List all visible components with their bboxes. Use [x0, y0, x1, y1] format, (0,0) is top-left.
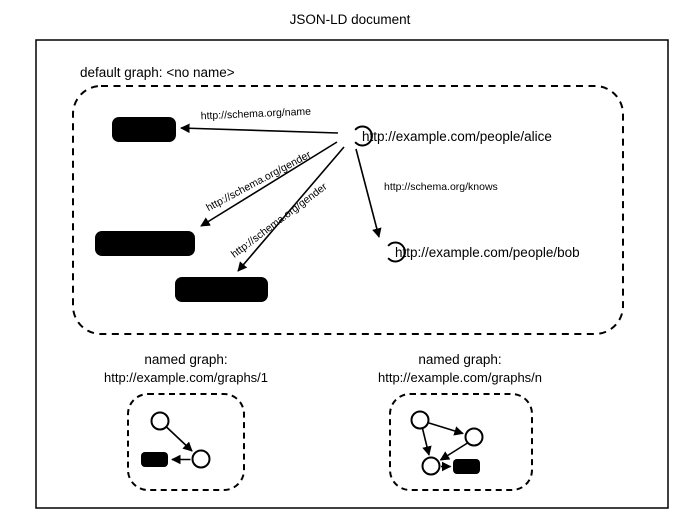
- graphn-edge-c-e: [421, 428, 432, 456]
- graphn-node-e-icon: [421, 456, 441, 476]
- graphn-literal-box: [453, 459, 480, 474]
- graph1-literal-box: [141, 452, 168, 467]
- literal-gender-de-text: weiblich | de: [107, 237, 182, 252]
- graphn-node-d-icon: [464, 427, 484, 447]
- named-graph-n-boundary: [389, 393, 533, 491]
- document-border: [35, 39, 669, 509]
- edge-knows-arrow: [355, 148, 382, 238]
- literal-gender-en-text: female | en: [188, 283, 255, 298]
- literal-gender-en: female | en: [175, 277, 268, 302]
- graphn-node-c-icon: [410, 410, 430, 430]
- named-graph-1-boundary: [127, 393, 245, 491]
- literal-gender-de: weiblich | de: [95, 231, 195, 256]
- named-graph-1-iri: http://example.com/graphs/1: [104, 370, 268, 385]
- named-graph-n-iri: http://example.com/graphs/n: [378, 370, 542, 385]
- literal-name-box: [112, 117, 176, 142]
- edge-name-arrow: [180, 123, 339, 134]
- edge-name-label: http://schema.org/name: [201, 106, 312, 123]
- literal-name-text: Alice: [129, 123, 158, 138]
- graph1-edge-a-b: [165, 426, 193, 452]
- figure-title: JSON-LD document: [290, 12, 411, 27]
- bob-node-icon: [387, 241, 406, 263]
- graphn-edge-c-d: [428, 422, 464, 436]
- bob-iri: http://example.com/people/bob: [395, 245, 580, 260]
- graph1-node-b-icon: [191, 449, 211, 469]
- alice-iri: http://example.com/people/alice: [362, 129, 552, 144]
- alice-node-icon: [354, 125, 373, 147]
- literal-gender-de-box: [95, 231, 195, 256]
- edge-knows-label: http://schema.org/knows: [384, 181, 498, 193]
- graphn-edge-d-e: [439, 442, 468, 461]
- edge-gender-de-arrow: [200, 141, 338, 227]
- named-graph-n-label: named graph:: [418, 352, 501, 367]
- default-graph-label: default graph: <no name>: [80, 65, 235, 80]
- edge-gender-en-arrow: [237, 146, 345, 272]
- graph1-node-a-icon: [150, 411, 170, 431]
- literal-name: Alice: [112, 117, 176, 142]
- literal-gender-en-box: [175, 277, 268, 302]
- named-graph-1-label: named graph:: [144, 352, 227, 367]
